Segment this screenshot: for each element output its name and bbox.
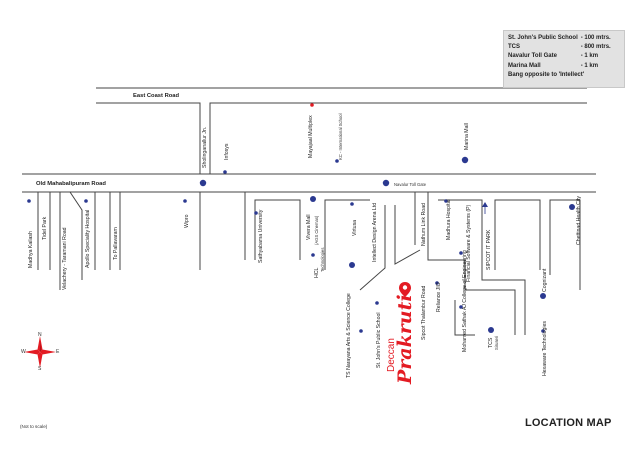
label-tsnarayana: TS Narayana Arts & Science College xyxy=(346,293,352,378)
distance-place: Navalur Toll Gate xyxy=(508,53,557,60)
compass-west-label: W xyxy=(21,349,26,355)
brand-prakruti: Prakruti xyxy=(394,294,416,385)
brand-deccan: Deccan xyxy=(386,338,397,372)
distance-place: TCS xyxy=(508,44,520,51)
distance-value: - 1 km xyxy=(580,62,599,69)
scale-note: (Not to scale) xyxy=(20,424,48,429)
label-pallavaram: To Pallavaram xyxy=(113,227,119,260)
marker-marina-mall[interactable] xyxy=(461,156,469,164)
label-financial: Financial Software & Systems (P) xyxy=(466,204,472,282)
label-hexaware: Hexaware Technologies xyxy=(542,321,548,376)
label-mohamed: Mohamed Sathak AJ College of Engineering xyxy=(462,250,468,352)
label-kc-school: KC - International School xyxy=(338,113,343,160)
label-sathyabama: Sathyabama University xyxy=(258,209,264,263)
road-nathum-right xyxy=(427,192,516,335)
marker-mohamed[interactable] xyxy=(459,305,463,309)
label-vivera: Vivera Mall xyxy=(306,214,312,240)
label-intellect: Intellect Design Arena Ltd xyxy=(372,203,378,262)
label-reliance: Reliance JIO xyxy=(436,282,442,312)
marker-sholinganallur[interactable] xyxy=(199,179,207,187)
marker-chettinad[interactable] xyxy=(569,204,575,210)
label-thalambur-road: Sipcot Thalambur Road xyxy=(421,285,427,340)
marker-reliance[interactable] xyxy=(435,281,439,285)
road-stub-4 xyxy=(69,191,83,280)
marker-stjohns[interactable] xyxy=(375,301,379,305)
label-velachery: Velachery - Taramani Road xyxy=(62,227,68,290)
label-tidel-park: Tidel Park xyxy=(42,216,48,240)
road-right-2 xyxy=(549,199,581,290)
label-marina-mall: Marina Mall xyxy=(464,123,470,150)
marker-madhura[interactable] xyxy=(444,199,448,203)
label-vivera-sub: (AGS Cinemas) xyxy=(314,215,319,245)
label-navalur-toll: Navalur Toll Gate xyxy=(394,182,427,187)
label-sholinganallur: Sholinganallur Jn. xyxy=(202,127,208,168)
label-sipcot: SIPCOT IT PARK xyxy=(486,229,492,270)
marker-virtusa[interactable] xyxy=(350,202,354,206)
label-apollo: Apollo Speciality Hospital xyxy=(85,210,91,268)
label-wipro: Wipro xyxy=(184,214,190,228)
label-hcl-sub: Technologies xyxy=(320,248,325,272)
distance-info-box: St. John's Public School - 100 mtrs. TCS… xyxy=(503,30,625,88)
marker-hexaware[interactable] xyxy=(541,329,545,333)
label-virtusa: Virtusa xyxy=(352,220,358,236)
marker-infosys[interactable] xyxy=(223,170,227,174)
marker-vivera[interactable] xyxy=(310,196,316,202)
distance-row: Navalur Toll Gate - 1 km xyxy=(508,52,620,61)
road-ecr-bottom-right xyxy=(209,102,587,174)
label-hcl: HCL xyxy=(314,268,320,278)
road-stub-11 xyxy=(324,199,370,270)
marker-kc-school[interactable] xyxy=(335,159,339,163)
distance-row: Bang opposite to 'Intellect' xyxy=(508,71,620,80)
marker-tsnarayana[interactable] xyxy=(359,329,363,333)
distance-place: St. John's Public School xyxy=(508,35,578,41)
label-cognizant: Cognizant xyxy=(542,268,548,292)
road-right-1 xyxy=(494,199,541,270)
label-tcs: TCS xyxy=(488,337,494,348)
compass-north-label: N xyxy=(38,332,42,338)
compass-icon xyxy=(24,336,56,368)
label-tcs-sub: Siruseri xyxy=(494,336,499,350)
label-madhura: Madhura Hospital xyxy=(446,199,452,240)
distance-value: - 1 km xyxy=(580,53,599,60)
marker-apollo[interactable] xyxy=(84,199,88,203)
marker-tcs[interactable] xyxy=(488,327,494,333)
label-mayajaal: Mayajaal Multiplex xyxy=(308,115,314,158)
distance-place: Marina Mall xyxy=(508,62,541,69)
compass-east-label: E xyxy=(56,349,60,355)
distance-row: TCS - 800 mtrs. xyxy=(508,43,620,52)
road-thalambur-right xyxy=(394,205,421,265)
distance-value: - 100 mtrs. xyxy=(580,35,611,41)
marker-madhya-kailash[interactable] xyxy=(27,199,31,203)
road-sipcot-inner xyxy=(438,199,526,335)
marker-financial[interactable] xyxy=(459,251,463,255)
map-title: LOCATION MAP xyxy=(525,417,612,429)
distance-row: Marina Mall - 1 km xyxy=(508,62,620,71)
label-nathum-road: Nathum Link Road xyxy=(421,203,427,246)
road-stub-10 xyxy=(254,199,301,260)
marker-navalur-toll[interactable] xyxy=(382,179,390,187)
marker-hcl[interactable] xyxy=(311,253,315,257)
distance-value: - 800 mtrs. xyxy=(580,44,611,51)
label-infosys: Infosys xyxy=(224,143,230,160)
road-ecr-bottom xyxy=(96,102,201,174)
marker-intellect[interactable] xyxy=(349,262,355,268)
road-right-3 xyxy=(454,300,475,336)
compass-south-label: S xyxy=(38,366,42,372)
marker-wipro[interactable] xyxy=(183,199,187,203)
road-stub-9 xyxy=(210,191,246,260)
distance-place: Bang opposite to 'Intellect' xyxy=(508,71,585,78)
marker-cognizant[interactable] xyxy=(540,293,546,299)
sipcot-arrow-head xyxy=(482,202,488,207)
location-pin-icon xyxy=(399,282,411,297)
label-madhya-kailash: Madhya Kailash xyxy=(28,231,34,268)
road-label-ecr: East Coast Road xyxy=(133,93,180,99)
road-label-omr: Old Mahabalipuram Road xyxy=(36,181,106,187)
marker-mayajaal[interactable] xyxy=(310,103,314,107)
label-stjohns: St. John's Public School xyxy=(376,313,382,369)
label-chettinad: Chettinad Health City xyxy=(576,196,582,245)
marker-sathyabama[interactable] xyxy=(254,211,258,215)
distance-row: St. John's Public School - 100 mtrs. xyxy=(508,34,620,43)
road-thalambur-left xyxy=(359,205,386,291)
